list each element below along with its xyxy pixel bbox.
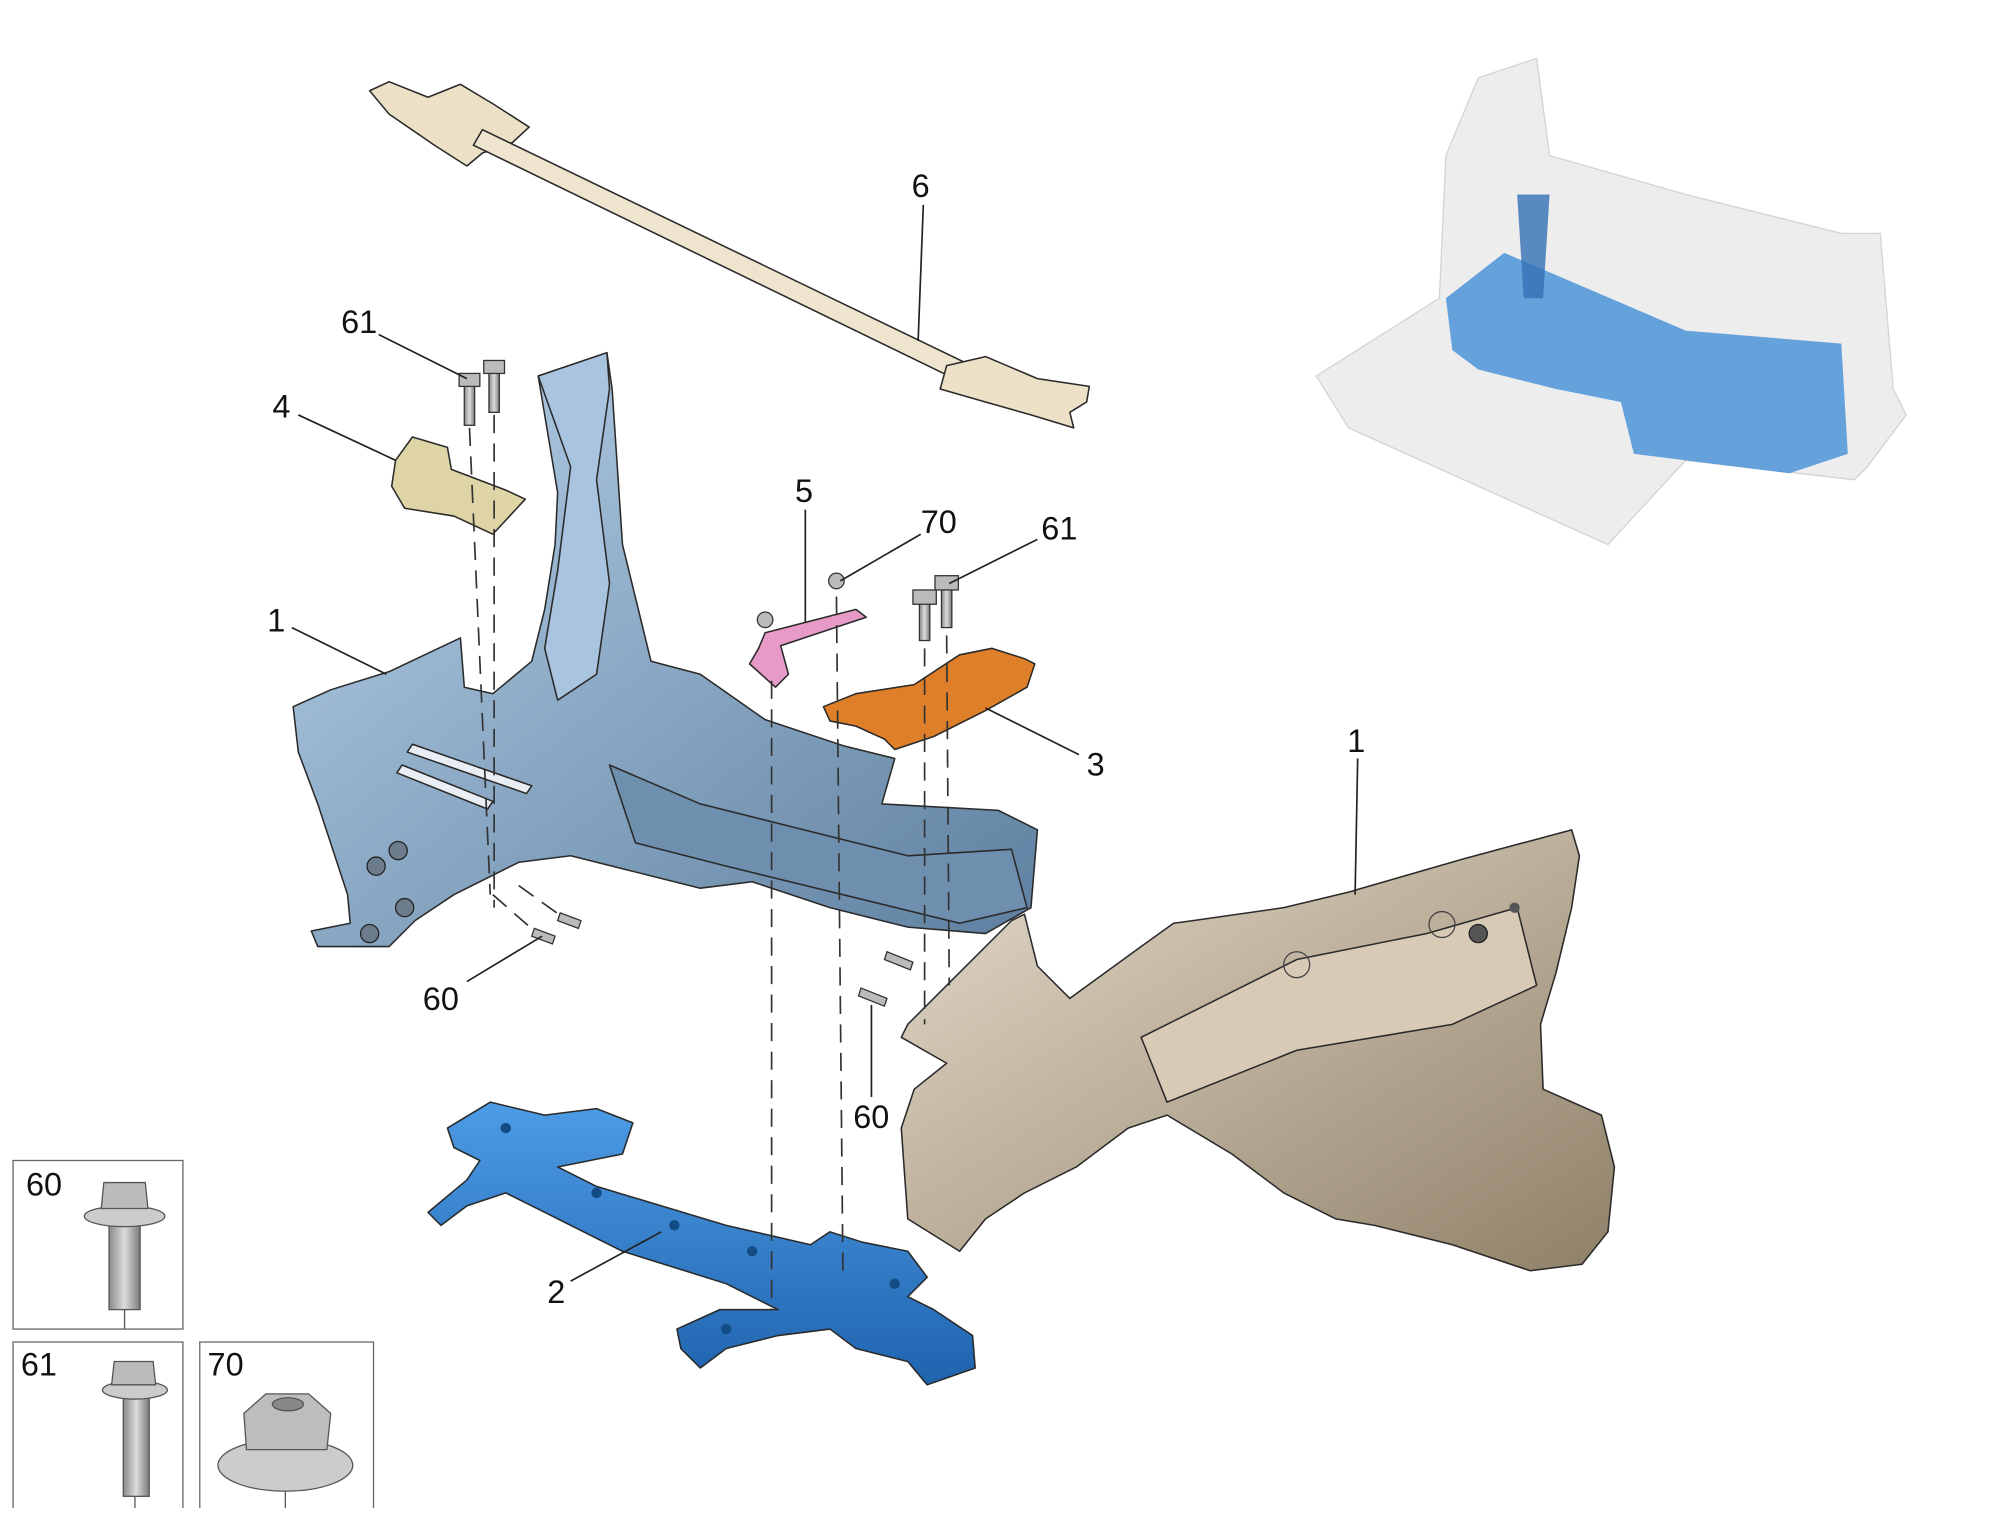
legend-label-61: 61 <box>21 1347 57 1383</box>
legend-box-70: 70 <box>199 1341 375 1513</box>
left-longitudinal-frame-part[interactable] <box>292 351 1039 948</box>
bolt-61-right[interactable] <box>912 575 959 642</box>
callout-4: 4 <box>272 389 290 425</box>
crossmember-part[interactable] <box>427 1101 976 1386</box>
bolt-61-icon <box>101 1360 169 1513</box>
bolt-60-right[interactable] <box>857 950 914 1008</box>
bracket-5-part[interactable] <box>748 608 868 689</box>
vehicle-overview-inset <box>1315 57 1907 546</box>
legend-label-60: 60 <box>26 1167 62 1203</box>
bracket-3-part[interactable] <box>822 647 1036 751</box>
bolt-60-left[interactable] <box>530 911 582 945</box>
callout-1-left: 1 <box>267 602 285 638</box>
callout-2: 2 <box>547 1274 565 1310</box>
bolt-61-left[interactable] <box>458 359 506 426</box>
callout-70: 70 <box>921 504 957 540</box>
callout-1-right: 1 <box>1347 723 1365 759</box>
bracket-4-part[interactable] <box>390 436 527 535</box>
right-longitudinal-frame-part[interactable] <box>900 829 1616 1272</box>
strut-bar-part[interactable] <box>368 80 1091 429</box>
callout-5: 5 <box>795 473 813 509</box>
legend-box-60: 60 <box>12 1159 184 1330</box>
callout-6: 6 <box>912 168 930 204</box>
legend-label-70: 70 <box>208 1347 244 1383</box>
callout-61-left: 61 <box>341 304 377 340</box>
leader-lines <box>291 204 1359 1282</box>
legend-box-61: 61 <box>12 1341 184 1513</box>
nut-70[interactable] <box>756 572 845 629</box>
callout-61-right: 61 <box>1041 510 1077 546</box>
callout-60-left: 60 <box>423 981 459 1017</box>
nut-70-icon <box>217 1393 354 1513</box>
callout-60-right: 60 <box>853 1099 889 1135</box>
callout-3: 3 <box>1087 746 1105 782</box>
bolt-60-icon <box>83 1181 166 1330</box>
